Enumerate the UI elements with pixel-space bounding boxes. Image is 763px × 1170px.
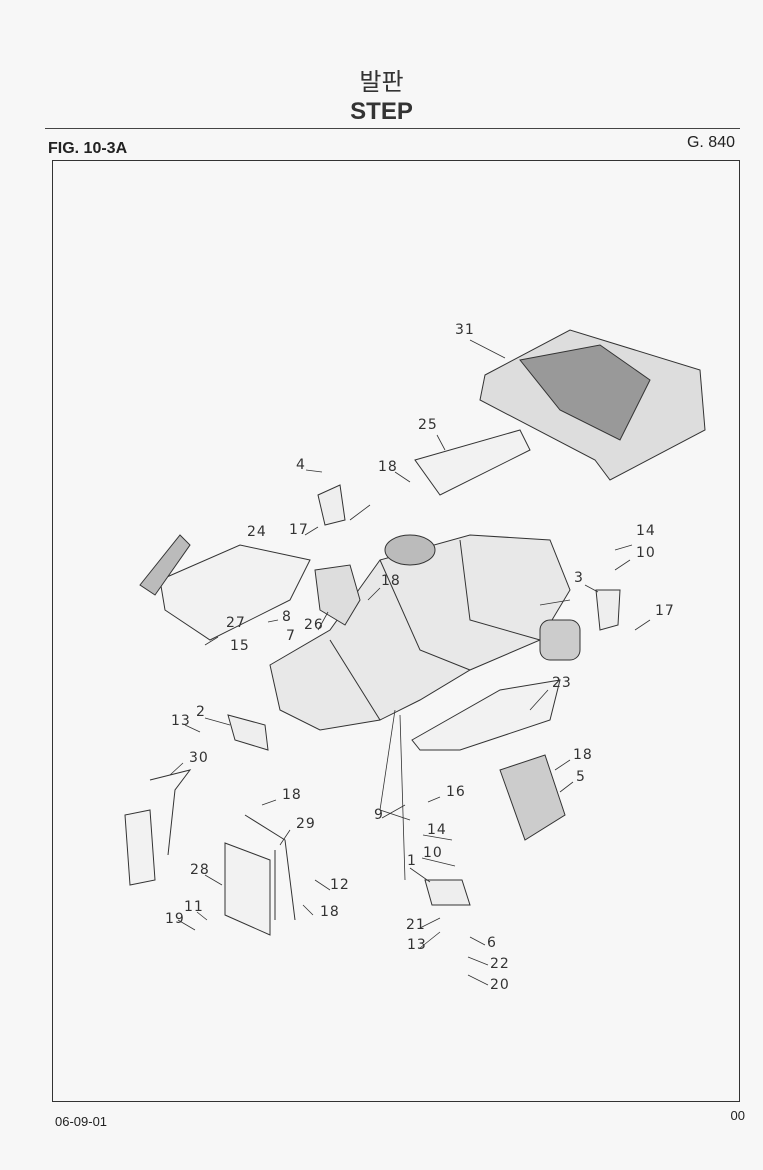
callout-23: 23: [552, 675, 572, 691]
callout-21: 21: [406, 917, 426, 933]
callout-14: 14: [427, 822, 447, 838]
callout-12: 12: [330, 877, 350, 893]
callout-18: 18: [320, 904, 340, 920]
callout-25: 25: [418, 417, 438, 433]
callout-9: 9: [374, 807, 384, 823]
part-23-floor-plate: [411, 679, 561, 751]
callout-2: 2: [196, 704, 206, 720]
callout-13: 13: [171, 713, 191, 729]
callout-5: 5: [576, 769, 586, 785]
callout-6: 6: [487, 935, 497, 951]
callout-10: 10: [636, 545, 656, 561]
callout-29: 29: [296, 816, 316, 832]
part-3-mount: [595, 589, 621, 631]
callout-8: 8: [282, 609, 292, 625]
callout-11: 11: [184, 899, 204, 915]
part-24-floor-plate: [159, 544, 311, 641]
callout-18: 18: [378, 459, 398, 475]
figure-number: FIG. 10-3A: [48, 140, 128, 157]
callout-17: 17: [655, 603, 675, 619]
callout-16: 16: [446, 784, 466, 800]
title-korean: 발판: [359, 68, 404, 96]
callout-7: 7: [286, 628, 296, 644]
part-5-step: [499, 754, 566, 841]
callout-17: 17: [289, 522, 309, 538]
part-30-panel: [124, 809, 156, 886]
group-number: G. 840: [686, 134, 735, 151]
callout-27: 27: [226, 615, 246, 631]
part-2-mount: [227, 714, 269, 751]
part-4-mount: [317, 484, 346, 526]
callout-18: 18: [282, 787, 302, 803]
callout-19: 19: [165, 911, 185, 927]
callout-3: 3: [574, 570, 584, 586]
title-english: STEP: [350, 98, 413, 125]
callout-31: 31: [455, 322, 475, 338]
callout-13: 13: [407, 937, 427, 953]
footer-date: 06-09-01: [55, 1114, 108, 1129]
callout-22: 22: [490, 956, 510, 972]
callout-4: 4: [296, 457, 306, 473]
callout-18: 18: [381, 573, 401, 589]
callout-15: 15: [230, 638, 250, 654]
part-28-panel: [224, 842, 271, 936]
diagram-frame: [52, 160, 740, 1102]
callout-28: 28: [190, 862, 210, 878]
callout-20: 20: [490, 977, 510, 993]
callout-14: 14: [636, 523, 656, 539]
callout-18: 18: [573, 747, 593, 763]
part-1-mount: [424, 879, 471, 906]
callout-24: 24: [247, 524, 267, 540]
callout-10: 10: [423, 845, 443, 861]
footer-revision: 00: [730, 1108, 745, 1123]
callout-26: 26: [304, 617, 324, 633]
part-29-bracket: [244, 814, 296, 921]
part-30-bracket: [149, 769, 192, 856]
part-25-plate: [414, 429, 531, 496]
callout-30: 30: [189, 750, 209, 766]
header-rule: [45, 128, 740, 129]
part-26-bracket: [314, 564, 361, 626]
part-24-step: [139, 534, 191, 596]
callout-1: 1: [407, 853, 417, 869]
